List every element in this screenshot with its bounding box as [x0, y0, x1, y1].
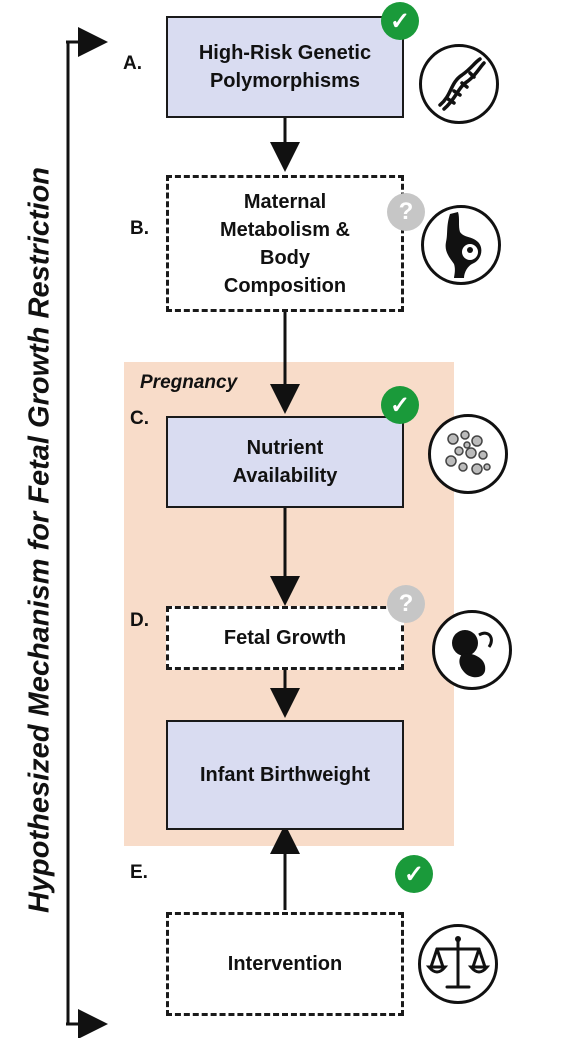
- box-intervention-label: Intervention: [227, 953, 343, 975]
- question-icon: ?: [387, 193, 425, 231]
- step-letter-e: E.: [130, 862, 148, 883]
- box-maternal-metabolism-label: Maternal Metabolism & Body Composition: [219, 190, 351, 297]
- step-letter-a: A.: [123, 53, 142, 74]
- box-infant-birthweight: Infant Birthweight: [166, 720, 404, 830]
- check-icon: ✓: [381, 386, 419, 424]
- box-fetal-growth: Fetal Growth: [166, 606, 404, 670]
- box-intervention: Intervention: [166, 912, 404, 1016]
- question-icon: ?: [387, 585, 425, 623]
- check-icon: ✓: [381, 2, 419, 40]
- check-icon: ✓: [395, 855, 433, 893]
- pregnant-woman-icon: [421, 205, 501, 285]
- box-genetic-polymorphisms-label: High-Risk Genetic Polymorphisms: [198, 42, 372, 92]
- scales-icon: [418, 924, 498, 1004]
- side-bracket: [66, 27, 108, 1038]
- step-letter-c: C.: [130, 408, 149, 429]
- side-title: Hypothesized Mechanism for Fetal Growth …: [23, 166, 56, 914]
- box-nutrient-availability-label: Nutrient Availability: [232, 437, 338, 487]
- box-fetal-growth-label: Fetal Growth: [223, 627, 347, 649]
- pregnancy-label: Pregnancy: [140, 372, 238, 393]
- fetus-icon: [432, 610, 512, 690]
- step-letter-b: B.: [130, 218, 149, 239]
- step-letter-d: D.: [130, 610, 149, 631]
- box-infant-birthweight-label: Infant Birthweight: [200, 764, 370, 786]
- box-genetic-polymorphisms: High-Risk Genetic Polymorphisms: [166, 16, 404, 118]
- box-maternal-metabolism: Maternal Metabolism & Body Composition: [166, 175, 404, 312]
- dna-icon: [419, 44, 499, 124]
- box-nutrient-availability: Nutrient Availability: [166, 416, 404, 508]
- nutrient-molecules-icon: [428, 414, 508, 494]
